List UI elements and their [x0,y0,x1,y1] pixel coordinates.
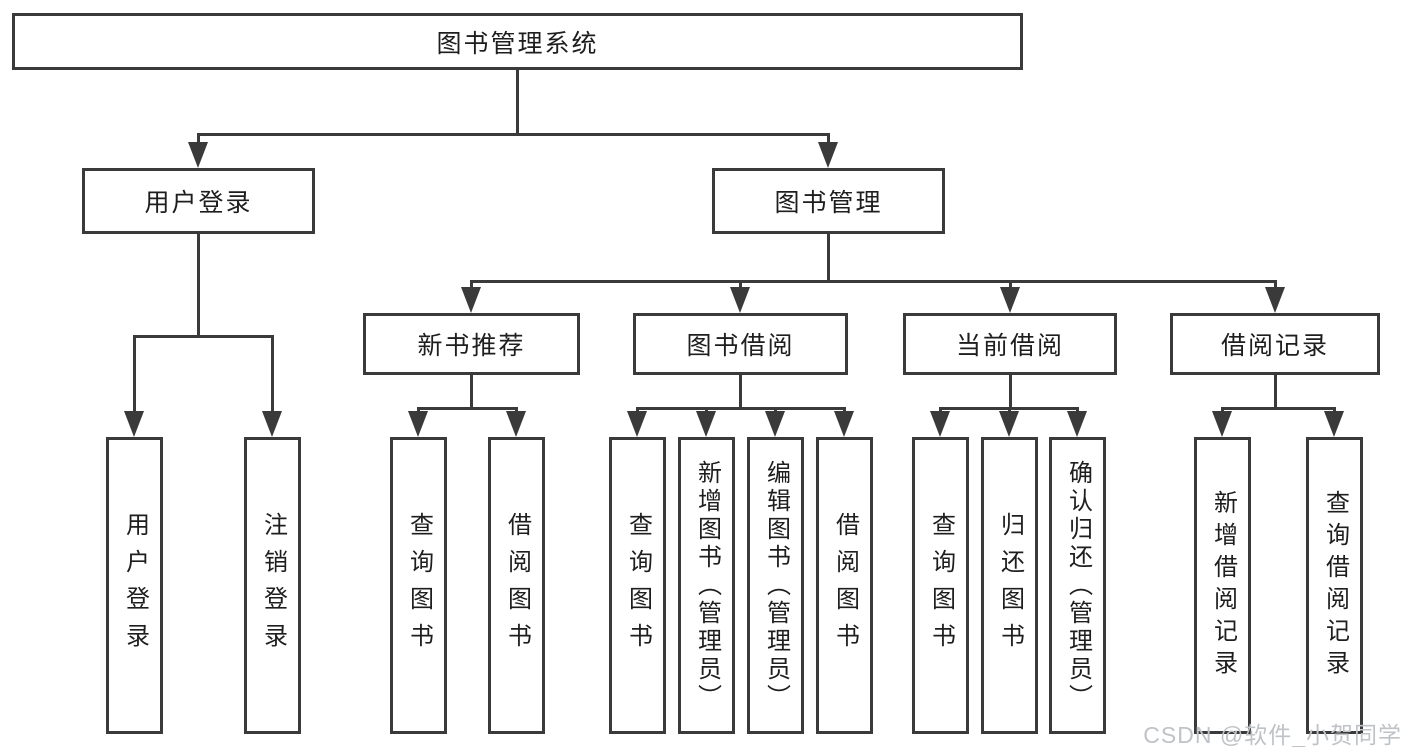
connector-leaf-drop [1008,407,1011,412]
connector-book-borrow-leaf-branch [636,407,845,410]
leaf-borrow-book-newrec: 借阅图书 [488,437,545,734]
leaf-query-book-newrec: 查询图书 [390,437,447,734]
arrow-to-login-leaf [124,411,144,437]
node-user-login: 用户登录 [82,168,315,234]
connector-user-login-stem [197,234,200,335]
arrow-to-leaf [1212,411,1232,437]
leaf-add-book-admin: 新增图书（管理员） [678,437,735,734]
leaf-borrow-book-borrowing: 借阅图书 [816,437,873,734]
arrow-to-leaf [696,411,716,437]
node-current-borrowing: 当前借阅 [903,313,1117,375]
arrow-to-leaf [999,411,1019,437]
connector-leaf-drop [1221,407,1224,412]
arrow-to-leaf [627,411,647,437]
leaf-query-borrow-record: 查询借阅记录 [1306,437,1363,734]
arrow-to-leaf [930,411,950,437]
connector-root-stem [516,70,519,133]
arrow-to-user-login [188,142,208,168]
connector-book-borrow-stem [739,375,742,407]
connector-borrow-record-leaf-branch [1221,407,1335,410]
connector-book-mgmt-branch [470,280,1276,283]
connector-leaf-drop [843,407,846,412]
leaf-return-book: 归还图书 [981,437,1038,734]
connector-new-book-drop [470,280,473,288]
connector-leaf-drop [515,407,518,412]
arrow-to-book-borrow [730,287,750,313]
connector-new-book-leaf-branch [417,407,517,410]
arrow-to-new-book-rec [461,287,481,313]
node-book-management: 图书管理 [712,168,945,234]
connector-leaf-drop [705,407,708,412]
leaf-query-book-current: 查询图书 [912,437,969,734]
node-borrowing-records: 借阅记录 [1170,313,1380,375]
connector-leaf-drop [774,407,777,412]
connector-current-borrow-stem [1009,375,1012,407]
connector-user-login-drop [197,133,200,145]
leaf-query-book-borrowing: 查询图书 [609,437,666,734]
arrow-to-leaf [1324,411,1344,437]
leaf-add-borrow-record: 新增借阅记录 [1194,437,1251,734]
node-new-book-recommendation: 新书推荐 [363,313,580,375]
node-library-management-system: 图书管理系统 [12,13,1023,70]
connector-borrow-record-stem [1274,375,1277,407]
arrow-to-leaf [408,411,428,437]
connector-leaf-drop [1076,407,1079,412]
leaf-confirm-return-admin: 确认归还（管理员） [1049,437,1106,734]
connector-book-borrow-drop [739,280,742,288]
arrow-to-leaf [834,411,854,437]
arrow-to-book-mgmt [818,142,838,168]
connector-leaf-drop [636,407,639,412]
connector-leaf-drop [939,407,942,412]
leaf-logout-login: 注销登录 [244,437,301,734]
connector-user-login-branch [133,335,274,338]
leaf-edit-book-admin: 编辑图书（管理员） [747,437,804,734]
connector-current-borrow-drop [1009,280,1012,288]
arrow-to-borrow-record [1265,287,1285,313]
connector-leaf-drop [417,407,420,412]
connector-root-branch [197,133,830,136]
connector-book-mgmt-stem [827,234,830,280]
node-book-borrowing: 图书借阅 [633,313,848,375]
connector-leaf-drop [1333,407,1336,412]
leaf-user-login: 用户登录 [106,437,163,734]
connector-login-leaf-drop [133,335,136,411]
connector-book-mgmt-drop [827,133,830,145]
arrow-to-leaf [1067,411,1087,437]
arrow-to-leaf [506,411,526,437]
arrow-to-current-borrow [1000,287,1020,313]
csdn-watermark: CSDN @软件_小贺同学 [1143,722,1402,747]
arrow-to-logout-leaf [262,411,282,437]
connector-logout-leaf-drop [271,335,274,411]
connector-new-book-stem [470,375,473,407]
arrow-to-leaf [765,411,785,437]
connector-borrow-record-drop [1274,280,1277,288]
